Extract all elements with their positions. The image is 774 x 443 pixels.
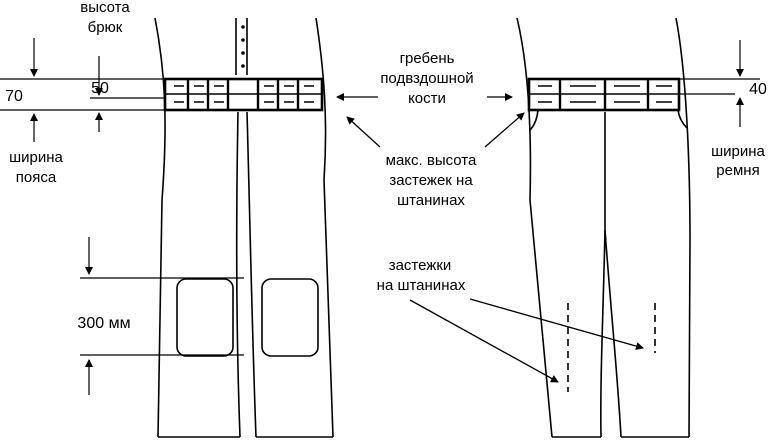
max-fastener-height-label-line2: застежек на <box>389 172 473 189</box>
center-arrows <box>336 93 644 383</box>
dim-300-label: 300 мм <box>77 315 130 332</box>
dim-70-label: 70 <box>5 88 23 105</box>
trouser-height-label-line2: брюк <box>88 19 123 36</box>
right-waistband <box>527 77 681 112</box>
left-fly-dots <box>241 25 245 68</box>
right-trousers-inner-right <box>604 229 622 438</box>
right-dimensions <box>679 40 760 127</box>
trouser-height-label-line1: высота <box>80 0 130 16</box>
left-trousers-outer-left <box>154 17 166 438</box>
left-trousers-inner-right <box>246 111 257 438</box>
left-waistband <box>163 77 324 112</box>
belt-width-label-line2: ремня <box>716 162 759 179</box>
waistband-width-label-line2: пояса <box>16 169 57 186</box>
left-knee-pad <box>176 278 234 357</box>
leg-fasteners-label-line2: на штанинах <box>377 277 466 294</box>
waistband-width-label-line1: ширина <box>9 149 63 166</box>
right-trousers-inner-left <box>600 112 606 438</box>
left-trousers-inner-left <box>235 111 241 438</box>
left-trousers-outer-right <box>315 17 334 438</box>
right-trousers-pocket-left <box>529 109 539 131</box>
iliac-crest-label-line3: кости <box>408 90 446 107</box>
left-trousers-fly <box>235 18 248 75</box>
right-trousers-pocket-right <box>677 109 688 129</box>
max-fastener-height-label-line1: макс. высота <box>386 152 477 169</box>
left-dimensions <box>0 38 244 395</box>
dim-50-label: 50 <box>91 80 109 97</box>
right-trousers-outer-right <box>675 17 691 438</box>
belt-width-label-line1: ширина <box>711 143 765 160</box>
dim-40-label: 40 <box>749 81 767 98</box>
iliac-crest-label-line1: гребень <box>400 50 455 67</box>
iliac-crest-label-line2: подвздошной <box>380 70 473 87</box>
max-fastener-height-label-line3: штанинах <box>397 192 465 209</box>
leg-fasteners-label-line1: застежки <box>389 257 452 274</box>
right-knee-pad <box>261 278 319 357</box>
